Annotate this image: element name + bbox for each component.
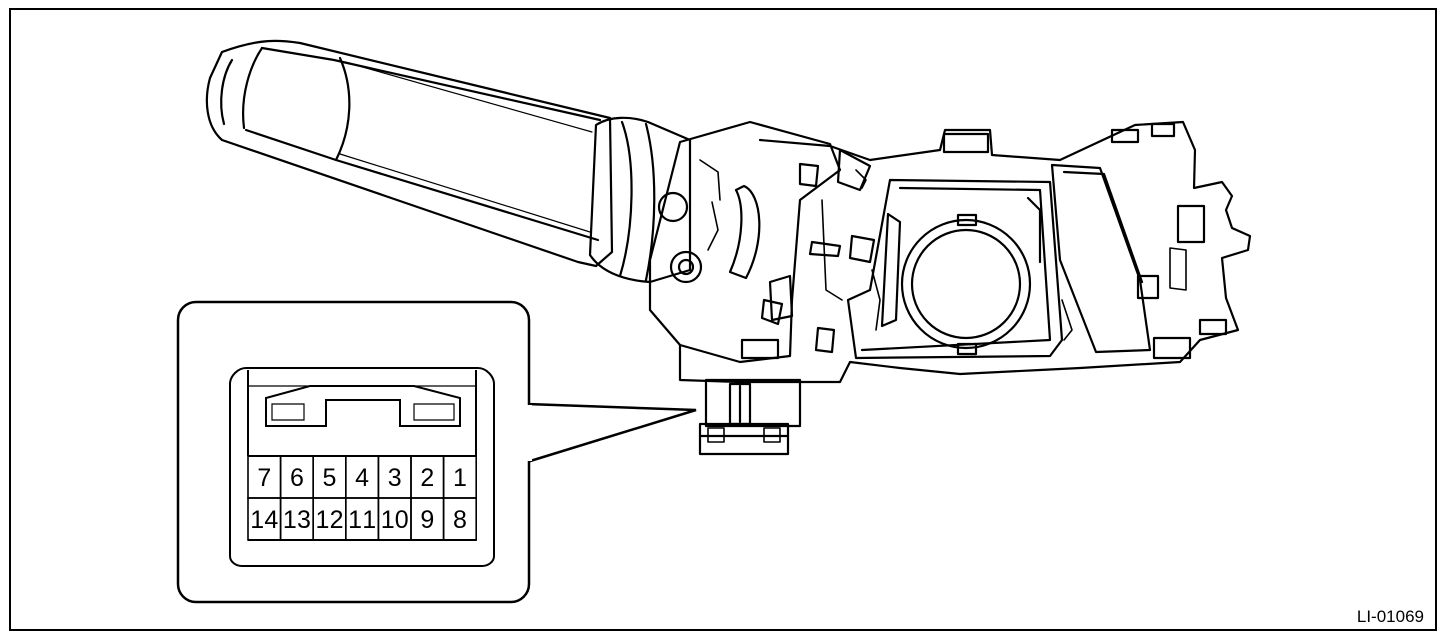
pin-number-13: 13 (283, 506, 311, 534)
pin-cell (442, 497, 478, 541)
figure-id: LI-01069 (1357, 607, 1424, 626)
connector-housing (698, 378, 802, 456)
pin-number-12: 12 (316, 506, 344, 534)
pin-number-7: 7 (257, 464, 271, 492)
pin-number-3: 3 (388, 464, 402, 492)
callout-pointer (526, 402, 697, 464)
pin-number-5: 5 (323, 464, 337, 492)
lever-stalk (205, 39, 614, 268)
pin-number-2: 2 (420, 464, 434, 492)
pin-number-4: 4 (355, 464, 369, 492)
combination-switch-drawing (205, 39, 1252, 456)
figure-frame (9, 8, 1437, 631)
pin-number-14: 14 (250, 506, 278, 534)
pin-number-11: 11 (348, 506, 376, 534)
pin-number-1: 1 (453, 464, 467, 492)
pin-number-6: 6 (290, 464, 304, 492)
pin-number-8: 8 (453, 506, 467, 534)
switch-head-plate (648, 120, 842, 364)
pin-number-9: 9 (420, 506, 434, 534)
pin-number-10: 10 (381, 506, 409, 534)
switch-main-body (678, 120, 1252, 384)
